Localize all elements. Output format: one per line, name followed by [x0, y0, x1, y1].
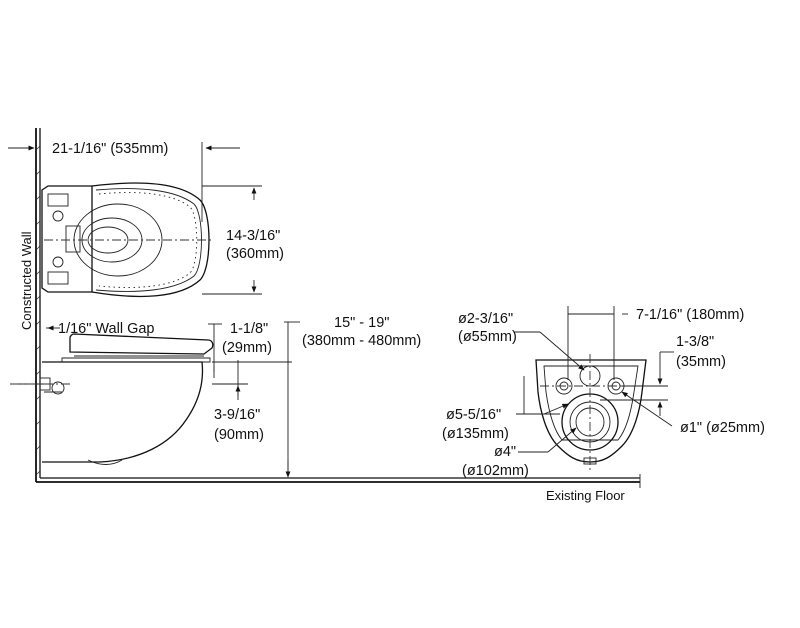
outlet-outer-label: ø5-5/16"	[446, 407, 501, 423]
dim-outlet-outer: ø5-5/16" (ø135mm)	[442, 376, 569, 442]
lid-mm-label: (29mm)	[222, 340, 272, 356]
toilet-top-view	[41, 182, 212, 298]
inlet-diameter-label: ø2-3/16"	[458, 311, 513, 327]
top-width-label: 21-1/16" (535mm)	[52, 141, 168, 157]
dim-lid: 1-1/8" (29mm)	[208, 321, 272, 378]
seat-depth-label: 14-3/16"	[226, 228, 280, 244]
dim-mount-spacing: 7-1/16" (180mm)	[567, 306, 744, 380]
outlet-outer-mm-label: (ø135mm)	[442, 426, 509, 442]
constructed-wall-label: Constructed Wall	[19, 231, 34, 330]
height-range-mm-label: (380mm - 480mm)	[302, 333, 421, 349]
dim-wall-gap: 1/16" Wall Gap	[46, 321, 155, 337]
constructed-wall	[35, 128, 41, 482]
dim-bolt: ø1" (ø25mm)	[621, 391, 765, 436]
mount-offset-label: 1-3/8"	[676, 334, 714, 350]
existing-floor-label: Existing Floor	[546, 488, 625, 503]
dim-outlet-inner: ø4" (ø102mm)	[462, 427, 577, 479]
dim-mount-offset: 1-3/8" (35mm)	[600, 334, 726, 416]
height-range-label: 15" - 19"	[334, 315, 389, 331]
dim-top-width: 21-1/16" (535mm)	[8, 141, 240, 222]
mount-spacing-label: 7-1/16" (180mm)	[636, 307, 744, 323]
outlet-inner-mm-label: (ø102mm)	[462, 463, 529, 479]
mount-offset-mm-label: (35mm)	[676, 354, 726, 370]
existing-floor	[36, 474, 641, 488]
bolt-diameter-label: ø1" (ø25mm)	[680, 420, 765, 436]
lid-label: 1-1/8"	[230, 321, 268, 337]
toilet-side-view	[10, 333, 214, 465]
drop-mm-label: (90mm)	[214, 427, 264, 443]
drop-label: 3-9/16"	[214, 407, 260, 423]
toilet-back-view	[535, 354, 647, 470]
seat-depth-mm-label: (360mm)	[226, 246, 284, 262]
outlet-inner-label: ø4"	[494, 444, 516, 460]
dim-inlet-diameter: ø2-3/16" (ø55mm)	[458, 311, 585, 371]
inlet-diameter-mm-label: (ø55mm)	[458, 329, 517, 345]
wall-gap-label: 1/16" Wall Gap	[58, 321, 155, 337]
dim-height-range: 15" - 19" (380mm - 480mm)	[212, 315, 421, 478]
dim-seat-depth: 14-3/16" (360mm)	[202, 185, 284, 295]
dim-drop: 3-9/16" (90mm)	[212, 360, 264, 443]
